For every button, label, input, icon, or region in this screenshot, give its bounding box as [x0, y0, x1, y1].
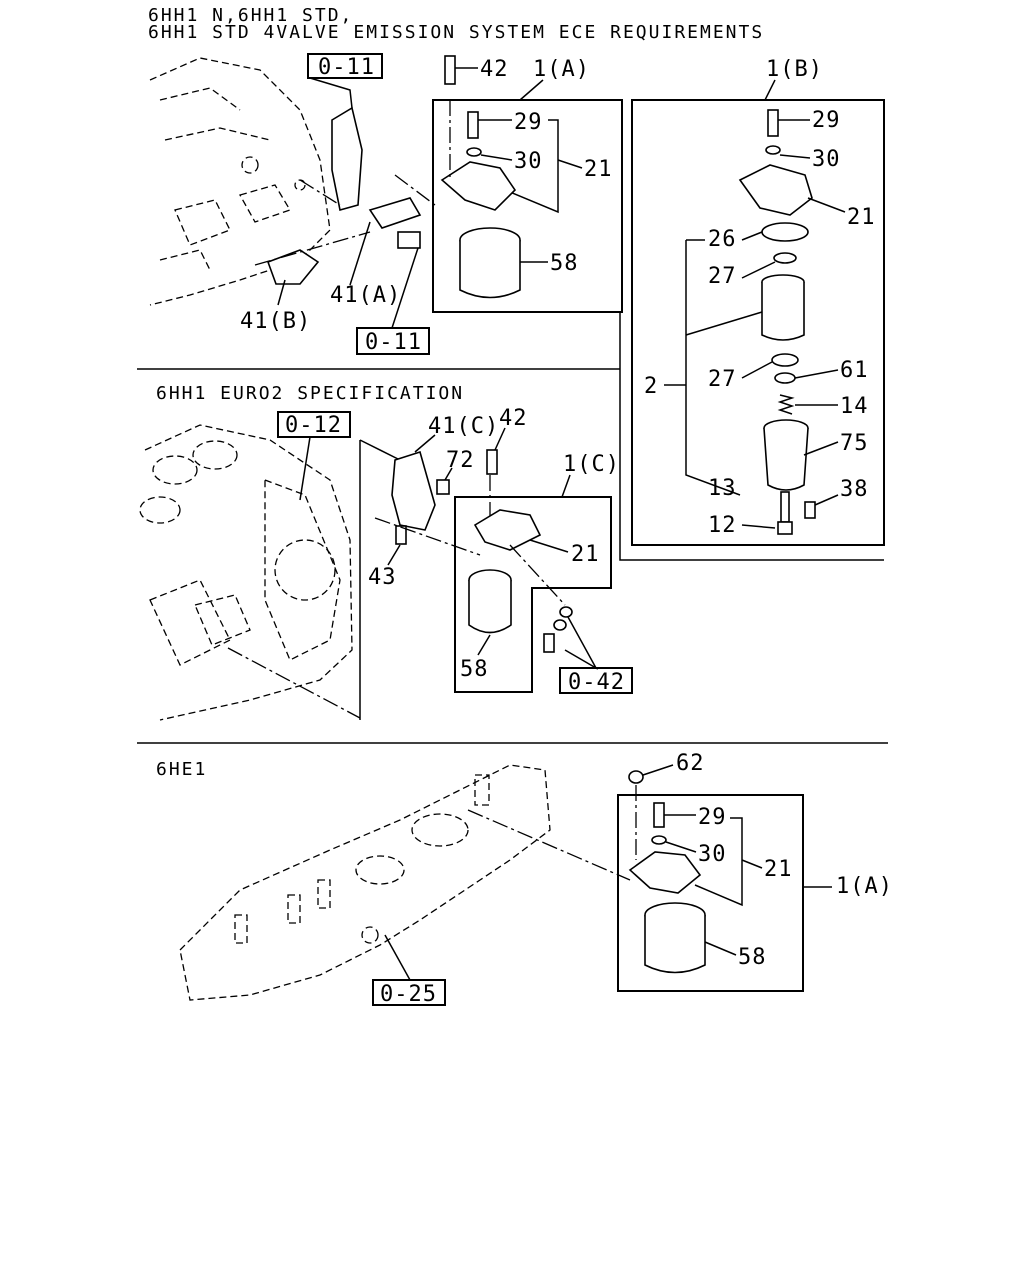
- filter-58-s3: [644, 915, 706, 974]
- label-13: 13: [708, 476, 737, 501]
- plug-38: [804, 501, 816, 519]
- label-21b: 21: [847, 205, 876, 230]
- label-29-s3: 29: [698, 805, 727, 830]
- label-43: 43: [368, 565, 397, 590]
- ref-label-0-25: 0-25: [380, 982, 437, 1007]
- label-group-1c: 1(C): [563, 452, 620, 477]
- filter-head-21a: [440, 161, 517, 211]
- bolt-29a: [467, 111, 479, 139]
- label-72: 72: [446, 448, 475, 473]
- nut-12: [777, 521, 793, 535]
- ring-61: [774, 372, 796, 384]
- label-30-s3: 30: [698, 842, 727, 867]
- washer-30b: [765, 145, 781, 155]
- group-box-1c: [454, 496, 612, 693]
- washer-0-42: [559, 606, 573, 618]
- section-2-title: 6HH1 EURO2 SPECIFICATION: [156, 383, 464, 404]
- bolt-0-42: [543, 633, 555, 653]
- label-41a: 41(A): [330, 283, 401, 308]
- section-3: 6HE1 0-25 62 1(A) 29 30 21: [156, 751, 893, 1007]
- label-group-1a: 1(A): [533, 57, 590, 82]
- drain-13: [780, 491, 790, 523]
- label-21-s3: 21: [764, 857, 793, 882]
- ref-label-0-42: 0-42: [568, 670, 625, 695]
- filter-head-21b: [738, 164, 813, 216]
- label-41c: 41(C): [428, 414, 499, 439]
- label-41b: 41(B): [240, 309, 311, 334]
- ref-label-0-11-bottom: 0-11: [365, 330, 422, 355]
- label-29a: 29: [514, 110, 543, 135]
- label-42: 42: [480, 57, 509, 82]
- nut-62: [628, 770, 644, 784]
- group-box-1a-s3: [617, 794, 804, 992]
- label-30a: 30: [514, 149, 543, 174]
- ref-box-0-25: [372, 979, 446, 1006]
- group-box-1a: [432, 99, 623, 313]
- header-line-2: 6HH1 STD 4VALVE EMISSION SYSTEM ECE REQU…: [148, 22, 764, 43]
- label-14: 14: [840, 394, 869, 419]
- filter-58a: [459, 240, 521, 299]
- bracket-plate: [368, 197, 422, 229]
- label-26: 26: [708, 227, 737, 252]
- bowl-75: [763, 427, 809, 491]
- bolt-42: [444, 55, 456, 85]
- label-2: 2: [644, 374, 658, 399]
- bolt-43: [395, 525, 407, 545]
- o-ring-26: [761, 222, 809, 242]
- label-29b: 29: [812, 108, 841, 133]
- filter-58c: [468, 580, 512, 634]
- filter-head-21-s3: [628, 851, 702, 894]
- ref-box-0-12: [277, 411, 351, 438]
- label-27a: 27: [708, 264, 737, 289]
- bolt-29b: [767, 109, 779, 137]
- ref-label-0-12: 0-12: [285, 413, 342, 438]
- label-61: 61: [840, 358, 869, 383]
- ref-box-0-11-top: [307, 53, 383, 79]
- washer-30-s3: [651, 835, 667, 845]
- engine-block-2-drawing: [139, 424, 353, 721]
- group-box-1b: [631, 99, 885, 546]
- label-75: 75: [840, 431, 869, 456]
- label-group-1b: 1(B): [766, 57, 823, 82]
- nut-72: [436, 479, 450, 495]
- ref-label-0-11-top: 0-11: [318, 55, 375, 80]
- label-58a: 58: [550, 251, 579, 276]
- label-30b: 30: [812, 147, 841, 172]
- label-group-1a-s3: 1(A): [836, 874, 893, 899]
- label-62: 62: [676, 751, 705, 776]
- exhaust-manifold-drawing: [179, 764, 551, 1001]
- ref-box-0-42: [559, 667, 633, 694]
- label-27b: 27: [708, 367, 737, 392]
- bracket-41c: [391, 450, 436, 531]
- engine-block-drawing: [149, 57, 331, 306]
- label-42-s2: 42: [499, 406, 528, 431]
- washer-30a: [466, 147, 482, 157]
- section-3-title: 6HE1: [156, 759, 207, 780]
- label-58-s3: 58: [738, 945, 767, 970]
- filter-element: [761, 282, 805, 341]
- label-38: 38: [840, 477, 869, 502]
- bolt-29-s3: [653, 802, 665, 828]
- label-21c: 21: [571, 542, 600, 567]
- mount-bracket: [331, 106, 363, 212]
- label-21a: 21: [584, 157, 613, 182]
- filter-head-21c: [473, 509, 542, 551]
- bolt-42-s2: [486, 449, 498, 475]
- label-58c: 58: [460, 657, 489, 682]
- bracket-41b: [266, 249, 320, 285]
- seal-27b: [771, 353, 799, 367]
- section-1: 0-11 0-11 41(A) 41(B) 1(A) 42 29 30 21 5…: [149, 53, 885, 561]
- spring-14: [777, 394, 795, 415]
- washer-0-42b: [553, 619, 567, 631]
- seal-27a: [773, 252, 797, 264]
- bolt-41a: [397, 231, 421, 249]
- ref-box-0-11-bottom: [356, 327, 430, 355]
- label-12: 12: [708, 513, 737, 538]
- header-line-1: 6HH1 N,6HH1 STD,: [148, 5, 353, 26]
- section-2: 6HH1 EURO2 SPECIFICATION 0-12 41(C) 72 4…: [139, 383, 633, 721]
